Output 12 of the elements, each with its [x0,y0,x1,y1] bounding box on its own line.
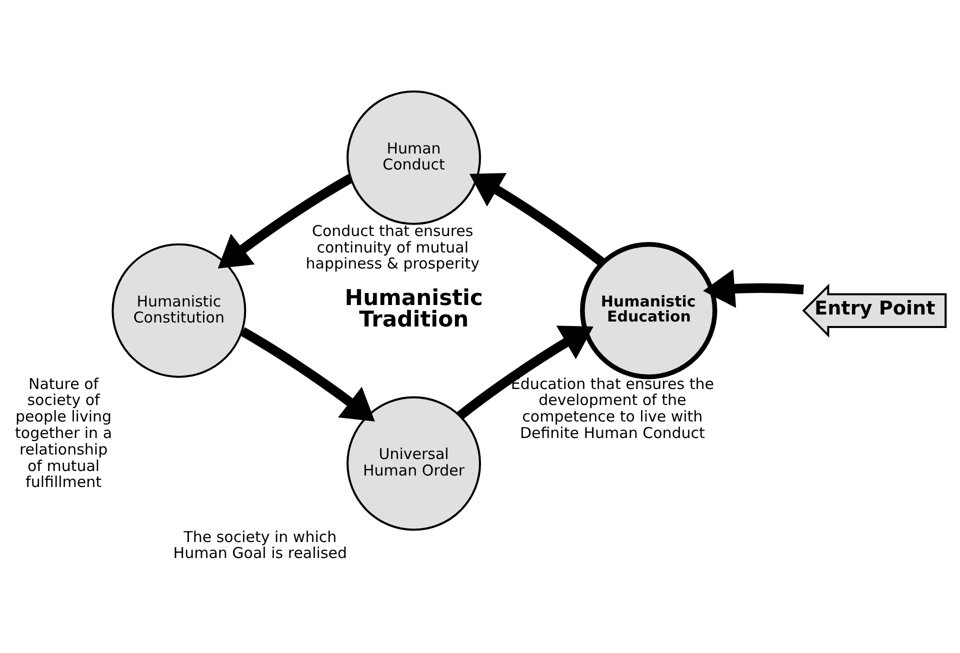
arrow [218,174,354,268]
arrow [456,325,594,420]
node-circle: Humanistic Constitution [112,242,246,378]
arrow [703,268,804,308]
arrow [469,172,606,266]
node-circle: Humanistic Education [580,242,718,379]
node-label: The society in which Human Goal is realised [173,527,348,562]
arrow [240,326,375,421]
node-circle: Universal Human Order [346,396,482,530]
node-circle: Human Conduct [346,90,482,224]
node-label: Nature of society of people living together in a relationship of mutual fulfillment [15,374,112,491]
label: Humanistic Tradition [344,285,483,332]
